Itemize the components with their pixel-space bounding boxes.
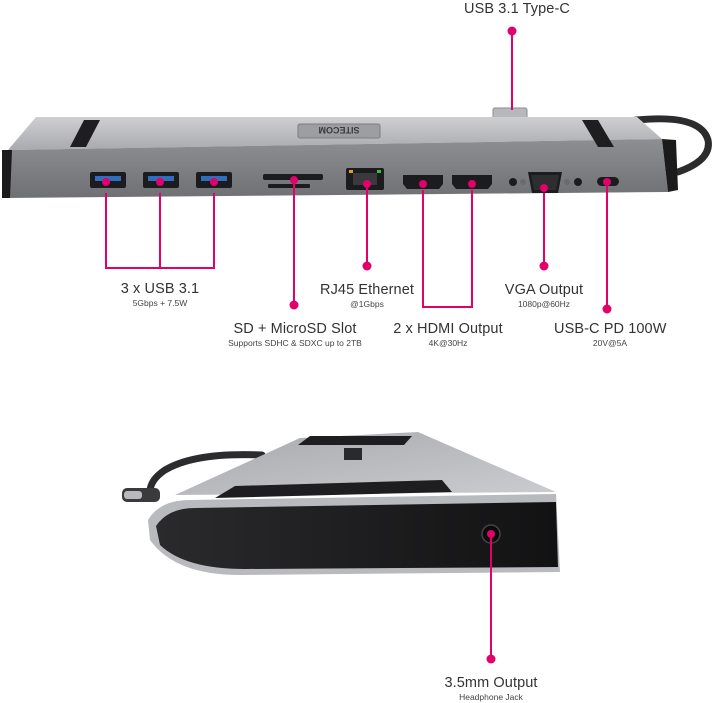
card-slot-port-dot (290, 176, 298, 184)
front-audio-jack (509, 178, 517, 186)
rubber-strip-right (582, 120, 614, 147)
vga-port-dot (540, 184, 548, 192)
side-rubber-strip-front (215, 480, 452, 498)
logo-badge (297, 123, 381, 139)
usb-c-input-label: USB 3.1 Type-C (462, 1, 572, 17)
dock-side-view (122, 432, 560, 575)
hdmi-port-2-dot (468, 180, 476, 188)
usb-c-pd-callout-dot (602, 304, 612, 314)
usb-ports-label: 3 x USB 3.1 5Gbps + 7.5W (110, 281, 210, 309)
audio-label: 3.5mm Output Headphone Jack (436, 675, 546, 703)
dock-front-view: SITECOM (2, 107, 712, 198)
usb-c-cable (624, 115, 712, 176)
front-audio-jack-2 (574, 178, 582, 186)
brand-logo: SITECOM (318, 125, 359, 135)
usb-c-pd-title: USB-C PD 100W (554, 321, 667, 337)
usb-port-3-dot (210, 178, 218, 186)
side-logo-badge (344, 448, 362, 460)
audio-port-dot (487, 530, 495, 538)
card-slot-detail: Supports SDHC & SDXC up to 2TB (228, 338, 362, 349)
rj45-port (346, 168, 384, 190)
hdmi-label: 2 x HDMI Output 4K@30Hz (386, 321, 510, 349)
usb-c-pd-detail: 20V@5A (592, 338, 628, 349)
callout-dots (102, 26, 612, 314)
vga-callout-dot (539, 261, 549, 271)
vga-title: VGA Output (504, 282, 584, 298)
usb-port-1-dot (102, 178, 110, 186)
usb-c-input-title: USB 3.1 Type-C (464, 1, 570, 17)
audio-detail: Headphone Jack (459, 692, 523, 703)
vga-label: VGA Output 1080p@60Hz (498, 282, 590, 310)
hdmi-detail: 4K@30Hz (428, 338, 468, 349)
usb-ports-title: 3 x USB 3.1 (120, 281, 200, 297)
card-slot-label: SD + MicroSD Slot Supports SDHC & SDXC u… (222, 321, 368, 349)
hdmi-port-1-dot (419, 180, 427, 188)
vga-port (520, 172, 570, 193)
rubber-strip-left (70, 120, 100, 147)
ethernet-title: RJ45 Ethernet (320, 282, 414, 298)
usb-c-input-callout-dot (507, 26, 517, 36)
vga-detail: 1080p@60Hz (517, 299, 571, 310)
card-slot-callout-dot (289, 300, 299, 310)
right-end-cap (662, 139, 678, 192)
card-slot-title: SD + MicroSD Slot (233, 321, 357, 337)
ethernet-callout-dot (362, 261, 372, 271)
audio-callout-dot (486, 654, 496, 664)
side-panel (156, 502, 558, 569)
usb-c-pd-port-dot (603, 178, 611, 186)
side-top-face (175, 432, 556, 495)
side-rubber-strip-back (298, 436, 412, 445)
side-usb-c-cable (146, 451, 266, 496)
usb-ports-detail: 5Gbps + 7.5W (132, 298, 188, 309)
left-end-cap (2, 150, 12, 198)
hdmi-callout-line (422, 190, 473, 308)
callout-lines (105, 30, 608, 309)
usb-ports-callout-line (105, 193, 215, 269)
usb-c-pd-label: USB-C PD 100W 20V@5A (554, 321, 667, 349)
audio-title: 3.5mm Output (444, 675, 538, 691)
hdmi-title: 2 x HDMI Output (393, 321, 503, 337)
side-usb-c-plug (124, 491, 142, 499)
ethernet-port-dot (363, 180, 371, 188)
ethernet-label: RJ45 Ethernet @1Gbps (316, 282, 418, 310)
usb-port-2-dot (156, 178, 164, 186)
ethernet-detail: @1Gbps (350, 299, 384, 310)
